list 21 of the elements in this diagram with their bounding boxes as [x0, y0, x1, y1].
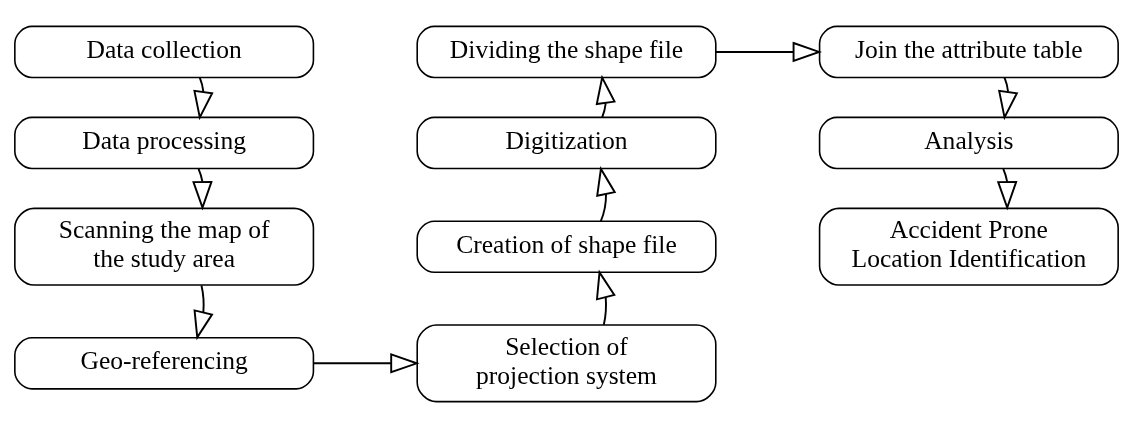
arrow: [595, 74, 616, 119]
node-box: Join the attribute table: [818, 25, 1119, 79]
node-box: Accident Prone Location Identification: [818, 207, 1119, 286]
arrow: [595, 269, 616, 326]
node-box: Dividing the shape file: [416, 25, 717, 79]
node-box: Creation of shape file: [416, 220, 717, 274]
arrow: [193, 284, 214, 341]
node-box: Digitization: [416, 116, 717, 170]
arrow: [996, 167, 1018, 211]
arrow: [193, 76, 214, 121]
arrow: [997, 76, 1019, 121]
node-box: Analysis: [818, 116, 1119, 170]
node-box: Selection of projection system: [416, 324, 717, 403]
node-box: Scanning the map of the study area: [14, 207, 315, 286]
arrow: [714, 41, 823, 63]
arrow: [596, 166, 617, 222]
node-box: Geo-referencing: [14, 336, 315, 390]
node-box: Data processing: [14, 116, 315, 170]
node-box: Data collection: [14, 25, 315, 79]
arrow: [312, 353, 420, 374]
arrow: [192, 167, 213, 211]
